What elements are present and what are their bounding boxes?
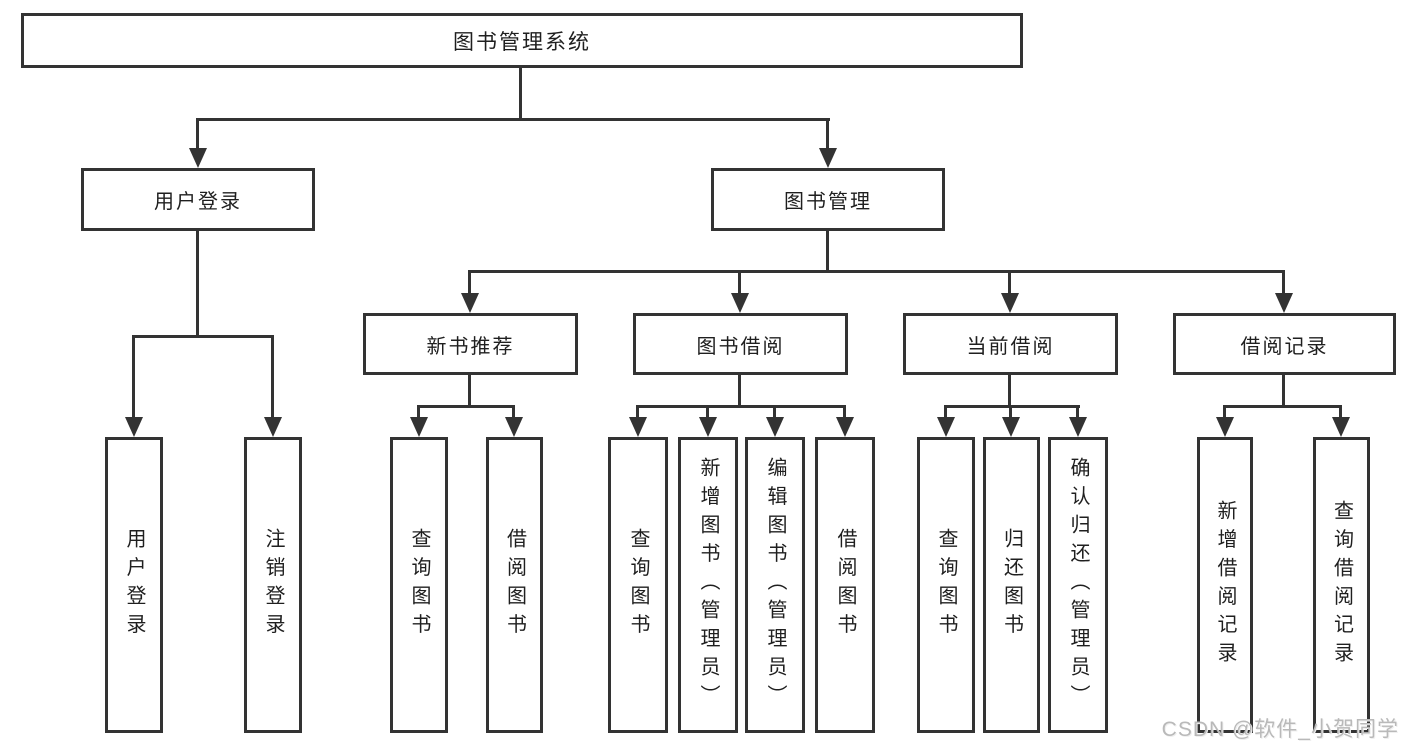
connector-user-login-stem xyxy=(196,229,199,337)
arrowhead-leaf-logout xyxy=(264,417,282,437)
node-current-borrow-label: 当前借阅 xyxy=(966,335,1055,358)
leaf-bb-query-book: 查询图书 xyxy=(608,437,668,733)
leaf-br-add-record: 新增借阅记录 xyxy=(1197,437,1253,733)
arrowhead-bb-borrow xyxy=(836,417,854,437)
leaf-cb-query-book-label: 查询图书 xyxy=(935,528,957,642)
leaf-nbr-borrow-book-label: 借阅图书 xyxy=(503,528,526,642)
leaf-cb-return-book: 归还图书 xyxy=(983,437,1040,733)
connector-stem-bb-add xyxy=(706,405,709,420)
arrowhead-br-query xyxy=(1332,417,1350,437)
connector-stem-nbr-query xyxy=(417,405,420,420)
leaf-cb-confirm-return-label: 确认归还（管理员） xyxy=(1067,457,1089,713)
connector-stem-book-borrow xyxy=(738,270,741,296)
node-book-management: 图书管理 xyxy=(711,168,945,231)
leaf-bb-add-book: 新增图书（管理员） xyxy=(678,437,738,733)
connector-stem-user-login xyxy=(196,118,199,152)
leaf-user-login: 用户登录 xyxy=(105,437,163,733)
leaf-bb-edit-book: 编辑图书（管理员） xyxy=(745,437,805,733)
node-borrow-record: 借阅记录 xyxy=(1173,313,1396,375)
node-new-book-recommend-label: 新书推荐 xyxy=(426,335,515,358)
arrowhead-nbr-borrow xyxy=(505,417,523,437)
connector-stem-nbr-borrow xyxy=(512,405,515,420)
node-book-management-label: 图书管理 xyxy=(784,191,872,213)
connector-stem-bb-borrow xyxy=(843,405,846,420)
csdn-watermark: CSDN @软件_小贺同学 xyxy=(1161,718,1399,741)
leaf-bb-borrow-book: 借阅图书 xyxy=(815,437,875,733)
connector-br-bar xyxy=(1223,405,1342,408)
arrowhead-nbr-query xyxy=(410,417,428,437)
leaf-br-query-record-label: 查询借阅记录 xyxy=(1330,499,1353,671)
connector-nbr-stem xyxy=(468,373,471,407)
leaf-user-login-label: 用户登录 xyxy=(123,528,145,642)
connector-root-stem xyxy=(519,66,522,120)
connector-stem-new-book-recommend xyxy=(468,270,471,296)
connector-level2-bar xyxy=(196,118,830,121)
arrowhead-bb-add xyxy=(699,417,717,437)
connector-bb-stem xyxy=(738,373,741,407)
leaf-logout: 注销登录 xyxy=(244,437,302,733)
arrowhead-user-login xyxy=(189,148,207,168)
leaf-logout-label: 注销登录 xyxy=(262,528,284,642)
leaf-bb-edit-book-label: 编辑图书（管理员） xyxy=(764,457,786,713)
connector-cb-stem xyxy=(1008,373,1011,407)
arrowhead-borrow-record xyxy=(1275,293,1293,313)
connector-stem-br-add xyxy=(1223,405,1226,420)
connector-stem-br-query xyxy=(1339,405,1342,420)
arrowhead-cb-return xyxy=(1002,417,1020,437)
node-current-borrow: 当前借阅 xyxy=(903,313,1118,375)
connector-level3-bar xyxy=(468,270,1285,273)
connector-stem-cb-return xyxy=(1009,405,1012,420)
leaf-cb-query-book: 查询图书 xyxy=(917,437,975,733)
connector-cb-bar xyxy=(944,405,1080,408)
node-book-borrow: 图书借阅 xyxy=(633,313,848,375)
arrowhead-book-borrow xyxy=(731,293,749,313)
connector-stem-bb-edit xyxy=(773,405,776,420)
leaf-br-query-record: 查询借阅记录 xyxy=(1313,437,1370,733)
arrowhead-new-book-recommend xyxy=(461,293,479,313)
node-new-book-recommend: 新书推荐 xyxy=(363,313,578,375)
connector-user-login-bar xyxy=(132,335,274,338)
arrowhead-cb-query xyxy=(937,417,955,437)
connector-stem-borrow-record xyxy=(1282,270,1285,296)
connector-stem-leaf-logout xyxy=(271,335,274,419)
connector-stem-leaf-login xyxy=(132,335,135,419)
connector-br-stem xyxy=(1282,373,1285,407)
connector-stem-book-management xyxy=(826,118,829,152)
leaf-nbr-query-book-label: 查询图书 xyxy=(408,528,430,642)
node-user-login-label: 用户登录 xyxy=(154,191,242,213)
node-root: 图书管理系统 xyxy=(21,13,1023,68)
leaf-bb-query-book-label: 查询图书 xyxy=(627,528,649,642)
arrowhead-book-management xyxy=(819,148,837,168)
leaf-cb-confirm-return: 确认归还（管理员） xyxy=(1048,437,1108,733)
arrowhead-cb-confirm xyxy=(1069,417,1087,437)
node-root-label: 图书管理系统 xyxy=(453,30,591,54)
arrowhead-bb-edit xyxy=(766,417,784,437)
connector-stem-cb-query xyxy=(944,405,947,420)
arrowhead-bb-query xyxy=(629,417,647,437)
arrowhead-leaf-login xyxy=(125,417,143,437)
connector-bb-bar xyxy=(636,405,846,408)
node-borrow-record-label: 借阅记录 xyxy=(1240,335,1329,358)
connector-stem-current-borrow xyxy=(1008,270,1011,296)
connector-stem-cb-confirm xyxy=(1076,405,1079,420)
node-book-borrow-label: 图书借阅 xyxy=(696,335,785,358)
leaf-br-add-record-label: 新增借阅记录 xyxy=(1214,499,1236,671)
connector-nbr-bar xyxy=(417,405,515,408)
arrowhead-current-borrow xyxy=(1001,293,1019,313)
leaf-nbr-query-book: 查询图书 xyxy=(390,437,448,733)
leaf-bb-add-book-label: 新增图书（管理员） xyxy=(697,457,719,713)
connector-stem-bb-query xyxy=(636,405,639,420)
connector-book-management-stem xyxy=(826,229,829,272)
leaf-bb-borrow-book-label: 借阅图书 xyxy=(834,528,856,642)
node-user-login: 用户登录 xyxy=(81,168,315,231)
leaf-nbr-borrow-book: 借阅图书 xyxy=(486,437,543,733)
arrowhead-br-add xyxy=(1216,417,1234,437)
leaf-cb-return-book-label: 归还图书 xyxy=(1000,528,1023,642)
